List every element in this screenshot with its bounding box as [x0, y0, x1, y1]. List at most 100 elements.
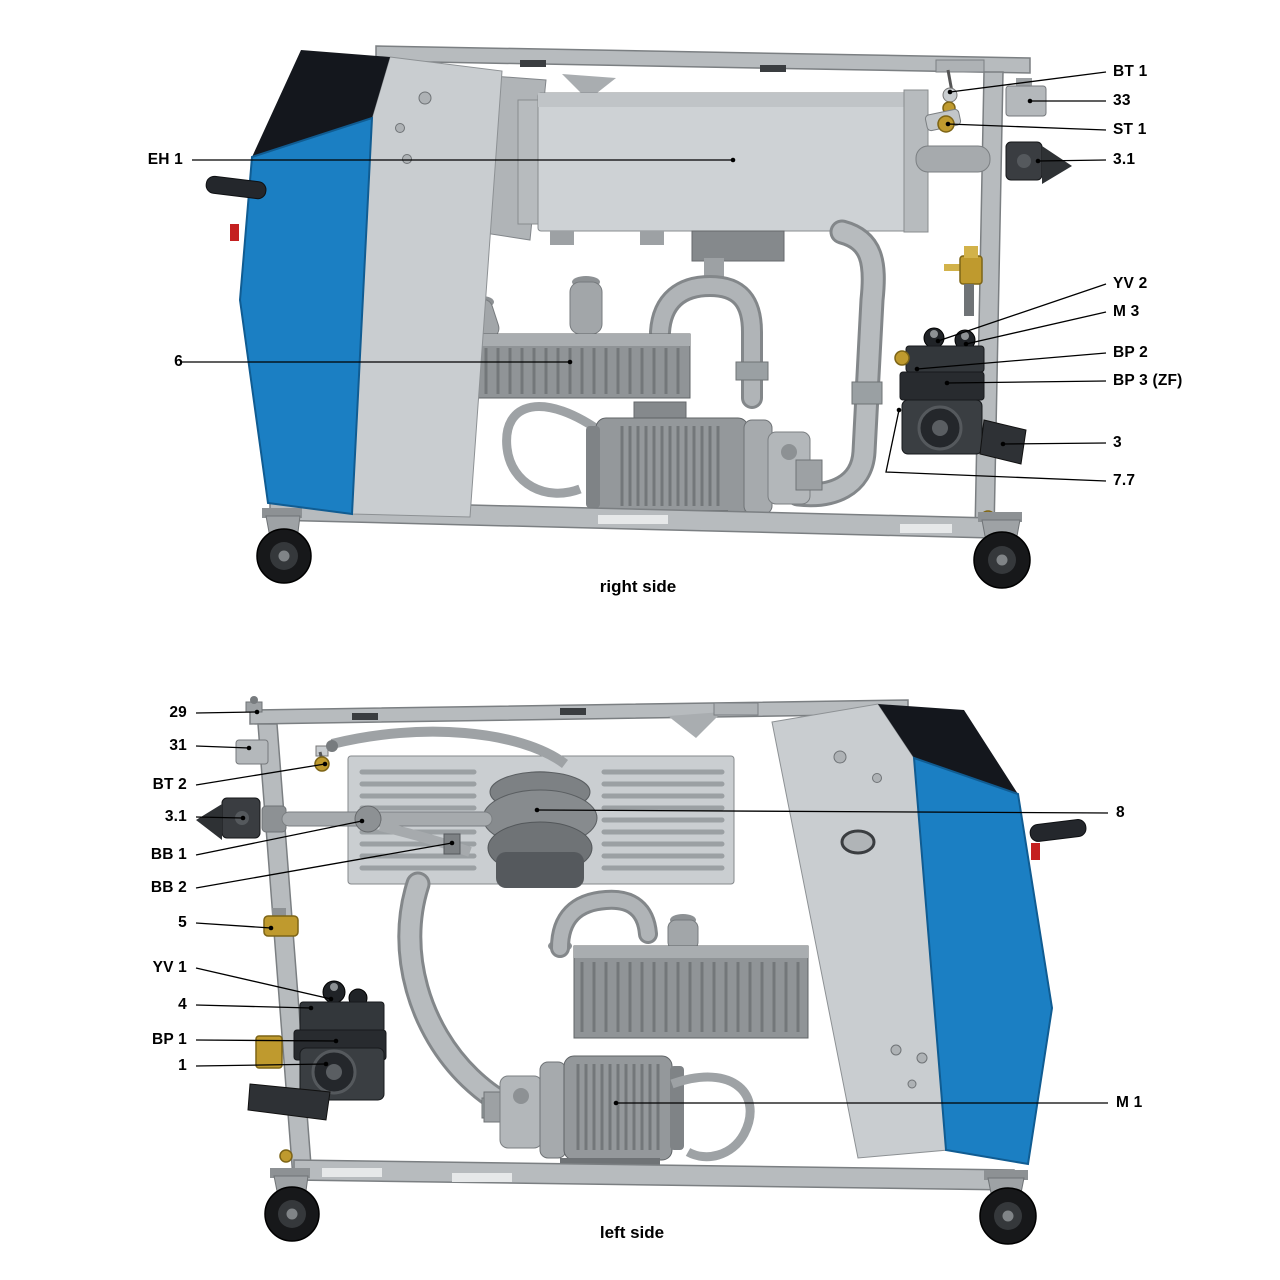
leader-dot-6	[567, 359, 573, 365]
gusset	[562, 74, 616, 100]
side-panel-gray	[351, 56, 503, 518]
leader-bb1	[195, 820, 363, 856]
label-5: 5	[178, 914, 187, 931]
rail-cutout	[598, 515, 668, 524]
screw	[395, 123, 405, 133]
label-7-7: 7.7	[1113, 472, 1136, 489]
label-29: 29	[169, 704, 187, 721]
elbow-cone	[1042, 146, 1072, 184]
label-m1: M 1	[1116, 1094, 1143, 1111]
leader-m3	[965, 311, 1107, 345]
heat-exchanger-6	[453, 276, 691, 399]
handle	[205, 175, 267, 200]
leader-3-1-left	[195, 816, 244, 819]
fitting-3-1-left	[196, 797, 261, 840]
caster-right	[979, 1170, 1037, 1245]
top-hose	[330, 726, 569, 769]
heater-manifold	[691, 230, 785, 262]
leader-3-1-right	[1037, 159, 1107, 162]
vent-louvers-right	[601, 769, 725, 871]
panels-right-view	[205, 50, 503, 518]
bracket-31	[235, 739, 269, 765]
red-latch	[230, 224, 239, 241]
elbow-union-nut	[735, 361, 769, 381]
label-bb1: BB 1	[150, 846, 187, 863]
leader-4	[195, 1004, 312, 1009]
heater-outlet-hose	[915, 145, 991, 173]
heater-foot	[550, 231, 574, 245]
leader-dot-31	[246, 745, 252, 751]
cable-loop	[502, 402, 607, 498]
label-33: 33	[1113, 92, 1131, 109]
front-panel-blue	[912, 756, 1054, 1166]
fitting-3-1-right	[1005, 141, 1072, 184]
leader-8	[536, 809, 1109, 814]
label-m3: M 3	[1113, 303, 1140, 320]
exchanger-elbow	[652, 277, 760, 406]
left-side-view	[196, 696, 1087, 1245]
leader-1	[195, 1063, 327, 1067]
caster-plate	[978, 512, 1022, 522]
label-bt1: BT 1	[1113, 63, 1148, 80]
leader-dot-bp1	[333, 1038, 339, 1044]
sensor-bt2	[314, 745, 330, 772]
label-bb2: BB 2	[150, 879, 187, 896]
inlet-stub	[569, 281, 603, 335]
pump-inlet-hex	[483, 1091, 503, 1123]
caster-left	[256, 508, 312, 584]
pump-outlet-hex	[795, 459, 823, 491]
wheel-hub	[996, 554, 1008, 566]
label-st1: ST 1	[1113, 121, 1147, 138]
caster-plate	[270, 1168, 310, 1178]
motor-fins	[576, 1064, 660, 1150]
leader-bp1	[195, 1039, 337, 1042]
heater-top-band	[538, 93, 920, 107]
rail-cutout	[452, 1173, 512, 1182]
caster-left	[264, 1168, 320, 1242]
label-bt2: BT 2	[152, 776, 187, 793]
panels-left-view	[771, 703, 1087, 1166]
leader-dot-bb2	[449, 840, 455, 846]
heat-exchanger-left-view	[548, 889, 809, 1039]
exchanger-fins	[580, 962, 800, 1032]
wheel-hub	[1002, 1210, 1014, 1222]
valve-top	[272, 908, 286, 918]
handle	[1029, 819, 1087, 842]
caption-left-side: left side	[599, 1223, 665, 1242]
right-side-view	[205, 45, 1072, 589]
leader-dot-yv1	[328, 996, 334, 1002]
label-eh1: EH 1	[147, 151, 183, 168]
pump-head	[499, 1075, 543, 1149]
label-3: 3	[1113, 434, 1122, 451]
leader-dot-33	[1027, 98, 1033, 104]
screw	[916, 1052, 928, 1064]
leader-31	[195, 745, 250, 749]
rail-slot	[560, 708, 586, 715]
motor-left-cap	[586, 426, 600, 508]
vented-box-8	[326, 726, 735, 888]
label-bp2: BP 2	[1113, 344, 1148, 361]
leader-dot-5	[268, 925, 274, 931]
pipe-union-nut	[851, 381, 883, 405]
leader-dot-8	[534, 807, 540, 813]
wheel-hub	[286, 1208, 298, 1220]
leader-yv1	[195, 967, 332, 1000]
leader-dot-m1	[613, 1100, 619, 1106]
brass-valve	[959, 255, 983, 285]
motor-body	[595, 417, 749, 515]
screw	[833, 750, 847, 764]
leader-dot-bp3-zf	[944, 380, 950, 386]
caption-right-side: right side	[599, 577, 677, 596]
leader-29	[195, 711, 258, 714]
cable-loop	[670, 1072, 755, 1162]
leader-dot-eh1	[730, 157, 736, 163]
leader-dot-bt1	[947, 89, 953, 95]
label-6: 6	[174, 353, 183, 370]
top-bracket	[935, 59, 985, 73]
panel-cutout	[840, 829, 876, 855]
label-bp1: BP 1	[152, 1031, 187, 1048]
label-8: 8	[1116, 804, 1125, 821]
piping-right-view	[502, 219, 886, 508]
leader-bb2	[195, 842, 453, 889]
